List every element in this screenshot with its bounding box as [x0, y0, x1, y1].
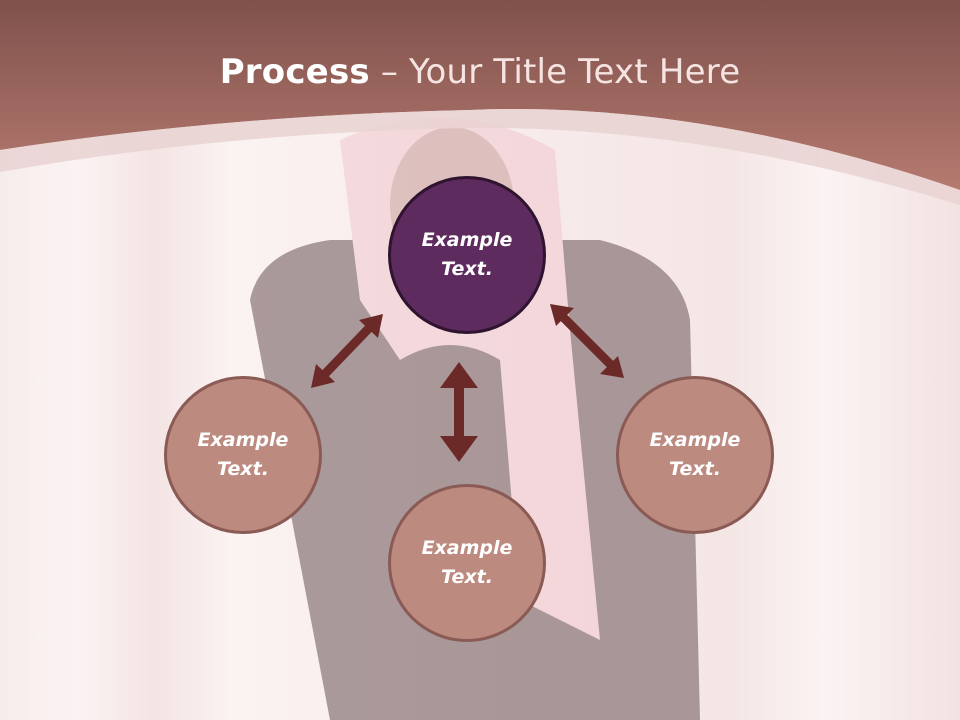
title-rest: – Your Title Text Here: [369, 52, 741, 92]
node-label-line: Example: [421, 537, 513, 559]
title-bold: Process: [219, 52, 370, 92]
node-label-line: Text.: [441, 258, 493, 280]
arrow-vertical: [440, 362, 478, 462]
arrow-top-left: [311, 314, 383, 388]
node-label-line: Text.: [217, 458, 269, 480]
node-label-line: Example: [421, 229, 513, 251]
node-label-line: Text.: [669, 458, 721, 480]
node-label-line: Example: [649, 429, 741, 451]
arrow-top-right: [550, 304, 624, 378]
slide-title: Process – Your Title Text Here: [0, 52, 960, 92]
node-label-line: Text.: [441, 566, 493, 588]
connector-arrows: [311, 304, 624, 462]
node-label-line: Example: [197, 429, 289, 451]
